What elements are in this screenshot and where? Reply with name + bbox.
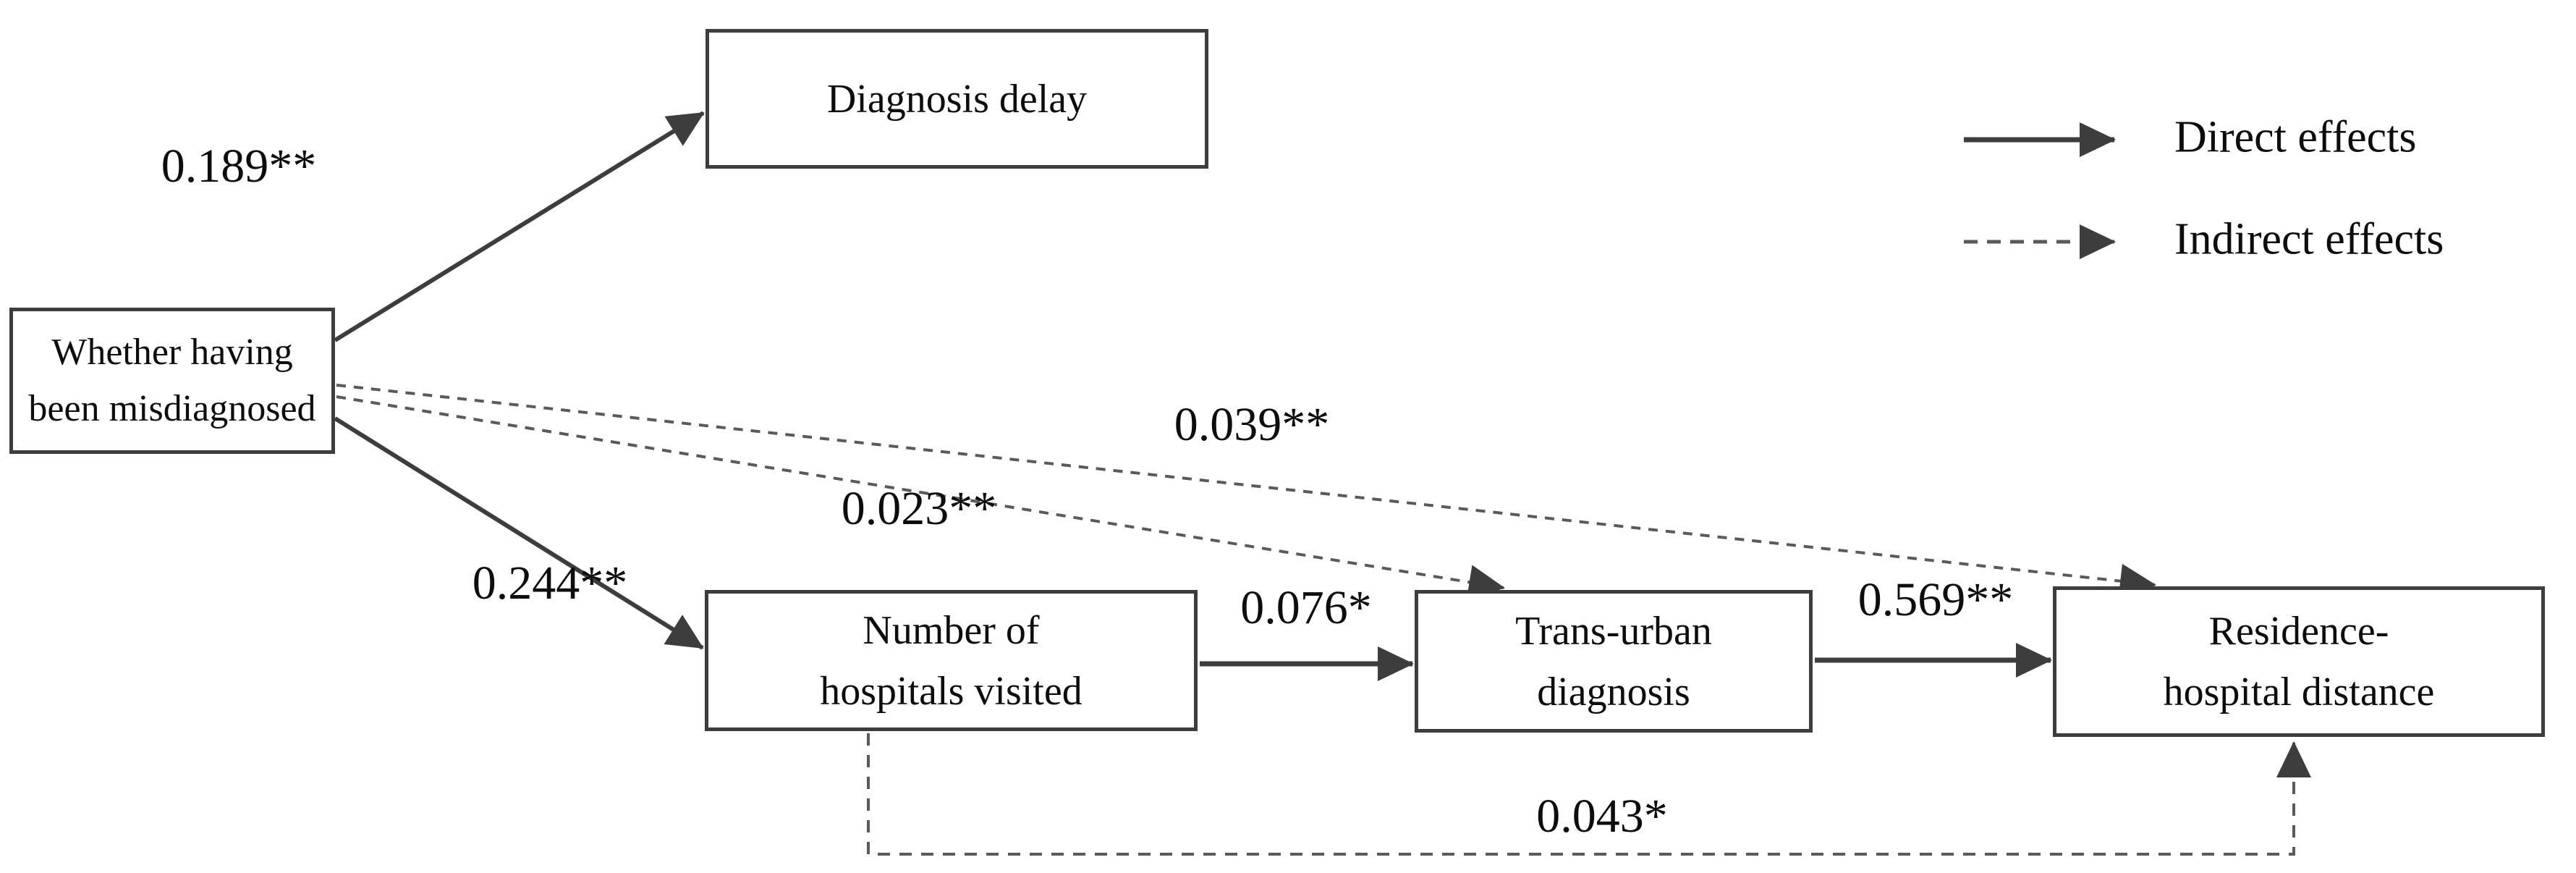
node-label-line: been misdiagnosed [28, 388, 316, 429]
legend-direct-effects-label: Direct effects [2174, 112, 2417, 162]
node-diagnosis-delay: Diagnosis delay [706, 29, 1208, 169]
coefficient-hospitals-visited-trans-urban: 0.076* [1240, 581, 1372, 634]
coefficient-misdiagnosed-residence-indirect: 0.039** [1174, 398, 1330, 451]
node-residence-hospital-distance: Residence- hospital distance [2053, 586, 2545, 737]
node-label-line: diagnosis [1537, 669, 1690, 714]
node-number-of-hospitals-visited: Number of hospitals visited [705, 590, 1198, 731]
coefficient-misdiagnosed-diagnosis-delay: 0.189** [161, 140, 317, 193]
node-whether-misdiagnosed: Whether having been misdiagnosed [9, 308, 335, 454]
coefficient-trans-urban-residence: 0.569** [1857, 573, 2014, 626]
legend-indirect-effects-label: Indirect effects [2174, 214, 2444, 264]
edge-misdiagnosed-to-hospitals-visited [334, 416, 704, 650]
coefficient-hospitals-visited-residence-indirect: 0.043* [1536, 790, 1668, 843]
node-label-line: Residence- [2208, 609, 2389, 654]
node-label-line: Diagnosis delay [826, 76, 1088, 122]
node-label-line: Number of [863, 607, 1040, 653]
edge-misdiagnosed-to-diagnosis-delay [334, 111, 705, 342]
node-label-line: Trans-urban [1515, 608, 1712, 654]
edge-misdiagnosed-to-trans-urban-indirect [336, 395, 1505, 599]
edge-hospitals-visited-to-residence-indirect [867, 733, 2311, 856]
node-label-line: Whether having [51, 332, 293, 373]
coefficient-misdiagnosed-hospitals-visited: 0.244** [472, 557, 628, 610]
node-trans-urban-diagnosis: Trans-urban diagnosis [1415, 590, 1813, 733]
node-label-line: hospitals visited [820, 668, 1082, 714]
node-label-line: hospital distance [2163, 670, 2435, 714]
coefficient-misdiagnosed-trans-urban-indirect: 0.023** [841, 482, 997, 535]
